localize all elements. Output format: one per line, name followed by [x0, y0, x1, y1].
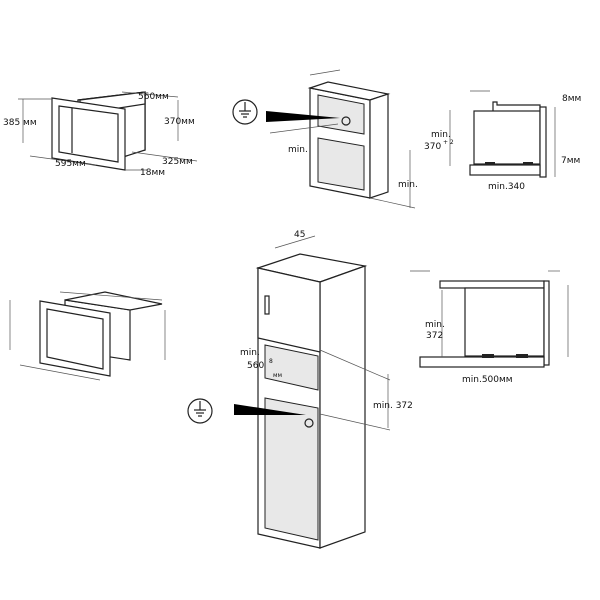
label-min-500: min.500мм	[462, 375, 513, 385]
label-frame-18: 18мм	[140, 168, 165, 178]
label-min-depth: min.	[288, 145, 308, 155]
label-gap-7: 7мм	[561, 156, 580, 166]
label-min: min.	[425, 320, 445, 330]
label-min: min.	[240, 348, 260, 358]
label-height-385: 385 мм	[3, 118, 37, 128]
microwave-frame-outline	[9, 291, 166, 381]
label-depth-325: 325мм	[162, 157, 193, 167]
ground-icon-2	[187, 398, 213, 424]
label-gap-8: 8мм	[562, 94, 581, 104]
label-tolerance: + 2	[443, 139, 454, 146]
label-min-height: min.	[398, 180, 418, 190]
label-min-340: min.340	[488, 182, 525, 192]
label-tolerance: 8	[269, 358, 273, 365]
microwave-frame-dimensioned	[18, 91, 198, 171]
label-45: 45	[294, 230, 305, 240]
label-min-370: 370	[424, 142, 441, 152]
ground-icon	[232, 99, 258, 125]
socket-icon	[341, 116, 351, 126]
label-depth-560: 560мм	[138, 92, 169, 102]
label-min-560: 560	[247, 361, 264, 371]
label-width-595: 595мм	[55, 159, 86, 169]
side-view-bottom	[410, 270, 569, 368]
label-min-372: min. 372	[373, 401, 413, 411]
side-view-top	[449, 90, 556, 178]
socket-icon-2	[304, 418, 314, 428]
label-height-370: 370мм	[164, 117, 195, 127]
label-unit: мм	[273, 372, 282, 379]
cabinet-niche-top	[232, 69, 416, 209]
tall-cabinet	[187, 235, 391, 549]
label-min: min.	[431, 130, 451, 140]
label-min-372-side: 372	[426, 331, 443, 341]
